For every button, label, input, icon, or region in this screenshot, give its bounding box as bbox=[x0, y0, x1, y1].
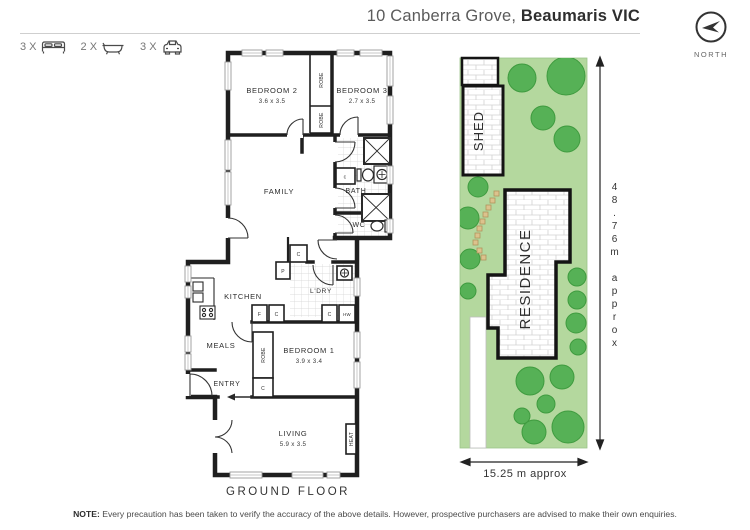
laundry-cupboard-label: C bbox=[328, 312, 332, 318]
heater-label: HEAT bbox=[349, 432, 355, 446]
shower2-icon bbox=[361, 193, 391, 222]
depth-dimension-arrow bbox=[595, 55, 605, 451]
room-label-wc: WC bbox=[352, 222, 365, 229]
lot-width-dimension: 15.25 m approx bbox=[483, 468, 567, 480]
room-label-entry: ENTRY bbox=[213, 381, 240, 388]
bath-cupboard-label: c bbox=[344, 175, 347, 181]
entry-arrow bbox=[227, 393, 254, 401]
kitchen-counter bbox=[190, 277, 216, 320]
room-label-bedroom3: BEDROOM 3 bbox=[336, 86, 387, 95]
room-dims-bedroom1: 3.9 x 3.4 bbox=[296, 358, 323, 365]
address-street: 10 Canberra Grove, bbox=[366, 7, 521, 25]
beds-count: 3 X bbox=[20, 38, 66, 55]
room-label-meals: MEALS bbox=[207, 341, 236, 350]
robe-bed1-label: ROBE bbox=[261, 347, 267, 363]
north-compass: NORTH bbox=[685, 10, 737, 59]
room-dims-bedroom3: 2.7 x 3.5 bbox=[349, 98, 376, 105]
disclaimer-text: Every precaution has been taken to verif… bbox=[102, 509, 677, 519]
windows bbox=[184, 49, 394, 479]
room-label-kitchen: KITCHEN bbox=[224, 292, 262, 301]
toilet-icon bbox=[356, 168, 375, 182]
room-label-living: LIVING bbox=[279, 429, 308, 438]
address-suburb: Beaumaris VIC bbox=[520, 7, 640, 25]
interior-walls bbox=[186, 51, 392, 399]
stepping-stones bbox=[472, 190, 500, 261]
room-label-bedroom1: BEDROOM 1 bbox=[283, 346, 334, 355]
laundry-trough-icon bbox=[339, 268, 350, 278]
bed-icon bbox=[41, 41, 65, 54]
room-label-family: FAMILY bbox=[264, 187, 294, 196]
pantry-c-label: C bbox=[297, 252, 301, 258]
disclaimer-label: NOTE: bbox=[73, 509, 100, 519]
site-plan: SHED RESIDENCE bbox=[459, 55, 605, 467]
fixture-labels: ROBE ROBE ROBE HEAT c C P F C C HW C bbox=[258, 72, 355, 446]
compass-icon bbox=[695, 11, 727, 43]
shed bbox=[461, 84, 505, 177]
door-arcs bbox=[189, 116, 359, 454]
lot-depth-dimension: 48.76m approx bbox=[609, 182, 620, 351]
casework bbox=[251, 53, 357, 455]
cars-count-label: 3 X bbox=[140, 40, 157, 53]
shed-annex bbox=[460, 56, 500, 87]
bath-icon bbox=[102, 42, 124, 55]
floor-title: GROUND FLOOR bbox=[226, 486, 350, 498]
basin-icon bbox=[373, 165, 391, 184]
header-divider bbox=[20, 33, 640, 34]
robe-mid-label: ROBE bbox=[319, 112, 325, 128]
kitchen-sink bbox=[192, 281, 204, 292]
beds-count-label: 3 X bbox=[20, 40, 37, 53]
hot-water-label: HW bbox=[343, 312, 351, 317]
room-dims-living: 5.9 x 3.5 bbox=[280, 441, 307, 448]
shed-label: SHED bbox=[471, 111, 486, 151]
wall-openings bbox=[184, 131, 358, 453]
compass-label: NORTH bbox=[693, 50, 729, 59]
baths-count: 2 X bbox=[81, 38, 126, 55]
car-icon bbox=[162, 40, 182, 55]
stove-icon bbox=[199, 305, 216, 320]
room-dims-bedroom2: 3.6 x 3.5 bbox=[259, 98, 286, 105]
bed1-cupboard-label: C bbox=[261, 386, 265, 392]
robe-top-label: ROBE bbox=[319, 72, 325, 88]
room-label-bedroom2: BEDROOM 2 bbox=[246, 86, 297, 95]
disclaimer-note: NOTE: Every precaution has been taken to… bbox=[25, 509, 725, 519]
residence-label: RESIDENCE bbox=[517, 228, 534, 329]
garden-trees bbox=[460, 58, 587, 445]
kitchen-cupboard-label: C bbox=[275, 312, 279, 318]
room-label-laundry: L'DRY bbox=[310, 288, 332, 295]
feature-summary: 3 X 2 X bbox=[20, 38, 192, 55]
shower-icon bbox=[363, 137, 391, 165]
driveway bbox=[469, 316, 487, 449]
bath-fixtures bbox=[339, 137, 391, 278]
room-labels: BEDROOM 2 3.6 x 3.5 BEDROOM 3 2.7 x 3.5 … bbox=[207, 86, 387, 448]
fridge-label: F bbox=[258, 312, 261, 318]
width-dimension-arrow bbox=[459, 457, 589, 467]
page-title: 10 Canberra Grove, Beaumaris VIC bbox=[340, 7, 640, 26]
pantry-p-label: P bbox=[281, 269, 285, 275]
floor-plan: BEDROOM 2 3.6 x 3.5 BEDROOM 3 2.7 x 3.5 … bbox=[184, 49, 394, 479]
room-label-bath: BATH bbox=[346, 188, 367, 195]
residence-footprint bbox=[486, 188, 572, 360]
cars-count: 3 X bbox=[140, 38, 184, 55]
wc-toilet-icon bbox=[370, 219, 390, 233]
baths-count-label: 2 X bbox=[80, 40, 98, 53]
